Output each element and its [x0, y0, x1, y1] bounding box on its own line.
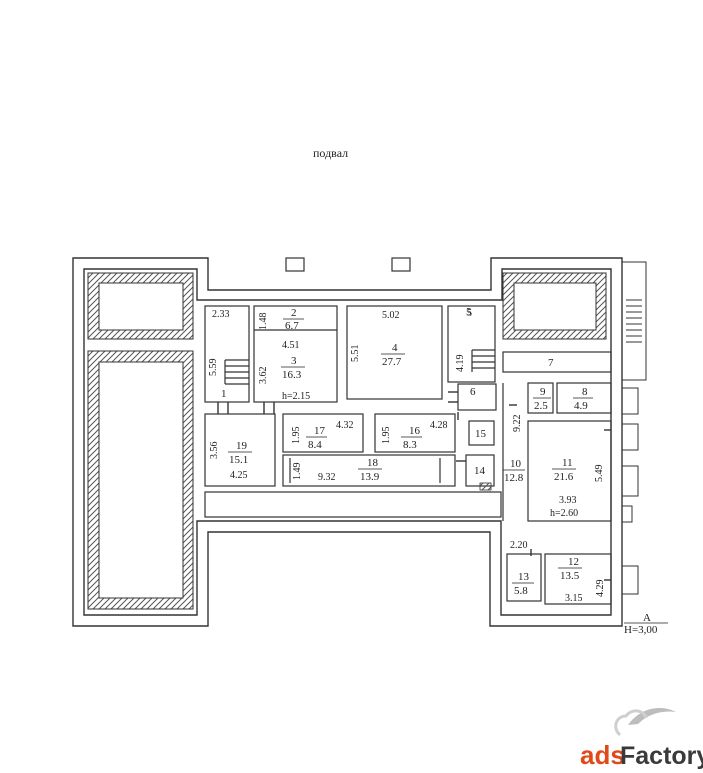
room-area: 13.9	[360, 471, 380, 483]
svg-text:4.51: 4.51	[282, 340, 300, 351]
room-area: 5.8	[514, 585, 528, 597]
room-area: 21.6	[554, 471, 574, 483]
svg-text:5.59: 5.59	[208, 359, 219, 377]
svg-text:4.19: 4.19	[455, 355, 466, 373]
room-label: 1	[221, 388, 227, 400]
room-area: 27.7	[382, 356, 402, 368]
room-area: 4.9	[574, 400, 588, 412]
room-label: 17	[314, 425, 326, 437]
svg-text:2.33: 2.33	[212, 309, 230, 320]
room-label: 6	[470, 386, 476, 398]
svg-text:1.49: 1.49	[292, 463, 303, 481]
room-label: 15	[475, 428, 487, 440]
room-label: 16	[409, 425, 421, 437]
svg-text:2.20: 2.20	[510, 540, 528, 551]
watermark: ads Factory	[580, 708, 703, 770]
outer-walls	[72, 257, 623, 627]
svg-text:h=2.60: h=2.60	[550, 508, 578, 519]
vent-left	[285, 257, 305, 272]
svg-text:4.28: 4.28	[430, 420, 448, 431]
smoke-icon	[614, 709, 648, 737]
watermark-factory: Factory	[620, 742, 703, 770]
svg-text:3.15: 3.15	[565, 593, 583, 604]
svg-text:1.48: 1.48	[258, 313, 269, 331]
svg-text:9.22: 9.22	[512, 415, 523, 433]
svg-text:4.32: 4.32	[336, 420, 354, 431]
room-area: 8.3	[403, 439, 417, 451]
interior-walls	[204, 305, 612, 605]
svg-text:h=2.15: h=2.15	[282, 391, 310, 402]
section-mark: A	[643, 612, 651, 624]
room-area: 2.5	[534, 400, 548, 412]
room-label: 8	[582, 386, 588, 398]
room-label: 12	[568, 556, 579, 568]
room-label: 5	[466, 306, 472, 318]
room-area: 8.4	[308, 439, 322, 451]
dimension-labels: 2.33 5.59 1.48 4.51 3.62 h=2.15 5.02 5.5…	[208, 308, 606, 604]
plan-title: подвал	[313, 146, 348, 160]
external-stair	[621, 261, 647, 595]
room-labels: 1 2 6.7 3 16.3 4 27.7 5 6 7 8 4.9 9 2.5 …	[221, 306, 593, 597]
svg-text:5: 5	[467, 308, 472, 319]
room-label: 14	[474, 465, 486, 477]
room-label: 3	[291, 355, 297, 367]
room-area: 16.3	[282, 369, 302, 381]
svg-text:5.02: 5.02	[382, 310, 400, 321]
svg-text:3.93: 3.93	[559, 495, 577, 506]
room-label: 18	[367, 457, 379, 469]
room-area: 15.1	[229, 454, 248, 466]
room-label: 13	[518, 571, 530, 583]
rocket-icon	[628, 708, 676, 725]
room-area: 13.5	[560, 570, 580, 582]
svg-text:5.51: 5.51	[350, 345, 361, 363]
height-mark: H=3,00	[624, 624, 658, 636]
svg-text:3.62: 3.62	[258, 367, 269, 385]
svg-text:1.95: 1.95	[291, 427, 302, 445]
svg-text:1.95: 1.95	[381, 427, 392, 445]
room-area: 12.8	[504, 472, 524, 484]
svg-text:9.32: 9.32	[318, 472, 336, 483]
room-label: 7	[548, 357, 554, 369]
room-label: 9	[540, 386, 546, 398]
svg-text:4.25: 4.25	[230, 470, 248, 481]
room-label: 19	[236, 440, 248, 452]
room-label: 4	[392, 342, 398, 354]
door-ticks	[217, 391, 611, 581]
hatched-shafts	[87, 272, 607, 610]
vent-right	[391, 257, 411, 272]
svg-text:3.56: 3.56	[209, 442, 220, 460]
room-label: 2	[291, 307, 297, 319]
room-label: 11	[562, 457, 573, 469]
svg-text:4.29: 4.29	[595, 580, 606, 598]
hatched-block	[479, 482, 492, 491]
room-label: 10	[510, 458, 522, 470]
svg-text:5.49: 5.49	[594, 465, 605, 483]
room-area: 6.7	[285, 320, 299, 332]
watermark-ads: ads	[580, 740, 625, 770]
